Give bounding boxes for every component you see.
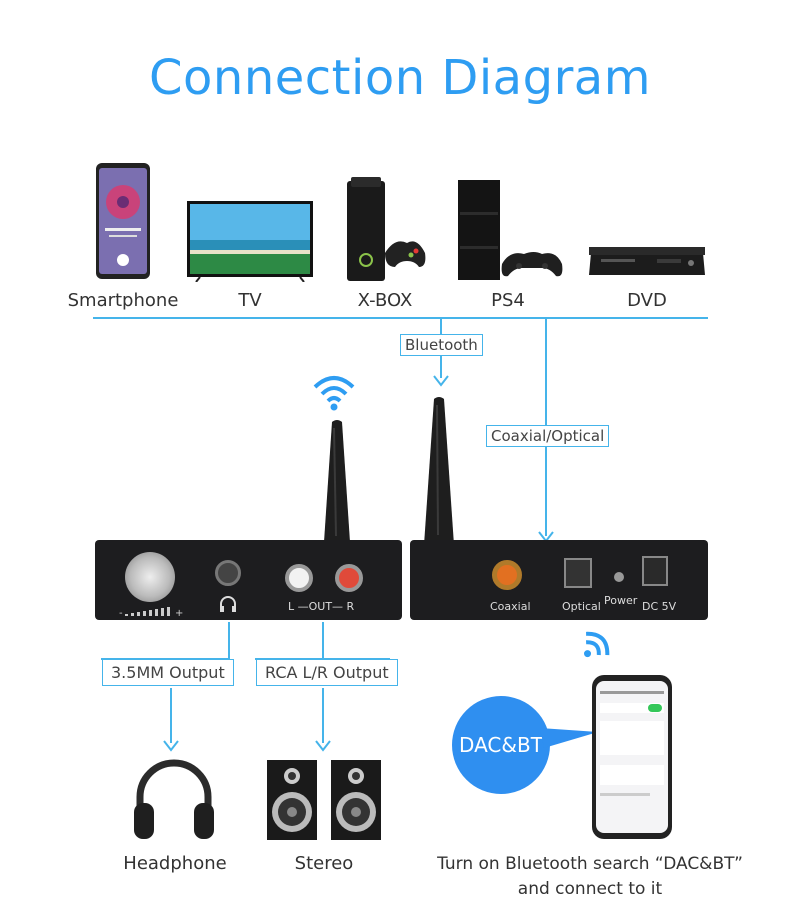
source-bus-line — [93, 317, 708, 319]
coaxial-jack[interactable] — [492, 560, 522, 590]
source-label-smartphone: Smartphone — [67, 290, 179, 311]
bluetooth-arrow-icon — [432, 372, 450, 387]
optical-port[interactable] — [564, 558, 592, 588]
power-label: Power — [604, 594, 638, 607]
source-label-tv: TV — [238, 290, 262, 311]
out-label: L —OUT— R — [288, 600, 355, 613]
rca-output-drop — [322, 622, 324, 659]
source-label-dvd: DVD — [627, 290, 667, 311]
dac-bt-badge: DAC&BT — [452, 696, 550, 794]
speaker-icon — [265, 758, 383, 842]
rca-right-jack[interactable] — [335, 564, 363, 592]
rca-left-jack[interactable] — [285, 564, 313, 592]
headphone-output-line — [170, 688, 172, 743]
phone-bluetooth-settings — [592, 675, 672, 839]
wifi-icon — [312, 375, 356, 411]
coaxial-arrow-icon — [537, 528, 555, 543]
source-label-ps4: PS4 — [491, 290, 525, 311]
source-label-xbox: X-BOX — [357, 290, 413, 311]
headphone-output-tag: 3.5MM Output — [102, 659, 234, 686]
dac-rear-panel: Coaxial Optical Power DC 5V — [410, 540, 708, 620]
headphone-icon — [130, 755, 218, 843]
headphone-jack[interactable] — [215, 560, 241, 586]
rca-output-tag: RCA L/R Output — [256, 659, 398, 686]
ps4-icon — [456, 178, 564, 282]
headphone-jack-icon — [218, 595, 238, 613]
instruction-line-1: Turn on Bluetooth search “DAC&BT” — [437, 854, 743, 874]
dvd-icon — [587, 245, 707, 281]
rca-output-line — [322, 688, 324, 743]
headphone-output-drop — [228, 622, 230, 659]
instruction-line-2: and connect to it — [517, 879, 663, 899]
svg-text:-: - — [119, 608, 123, 617]
coaxial-label: Coaxial — [490, 600, 531, 613]
tv-icon — [186, 200, 314, 283]
volume-knob[interactable] — [125, 552, 175, 602]
output-label-stereo: Stereo — [294, 853, 354, 874]
dc-power-jack[interactable] — [642, 556, 668, 586]
bluetooth-signal-icon — [558, 631, 610, 672]
headphone-arrow-icon — [162, 737, 180, 752]
instruction-text: Turn on Bluetooth search “DAC&BT” and co… — [420, 852, 760, 902]
volume-scale-icon: + - — [119, 602, 185, 619]
smartphone-icon — [95, 162, 151, 280]
badge-pointer — [540, 722, 600, 752]
xbox-icon — [345, 175, 427, 283]
dac-front-panel: + - L —OUT— R — [95, 540, 402, 620]
bluetooth-toggle — [648, 704, 662, 712]
rca-arrow-icon — [314, 737, 332, 752]
bluetooth-tag: Bluetooth — [400, 334, 483, 356]
power-led — [614, 572, 624, 582]
page-title: Connection Diagram — [149, 50, 651, 106]
coaxial-optical-tag: Coaxial/Optical — [486, 425, 610, 447]
output-label-headphone: Headphone — [123, 853, 227, 874]
dc-label: DC 5V — [642, 600, 677, 613]
output-bus-line — [101, 658, 229, 660]
svg-text:+: + — [175, 608, 183, 617]
optical-label: Optical — [562, 600, 601, 613]
front-antenna — [320, 418, 354, 546]
